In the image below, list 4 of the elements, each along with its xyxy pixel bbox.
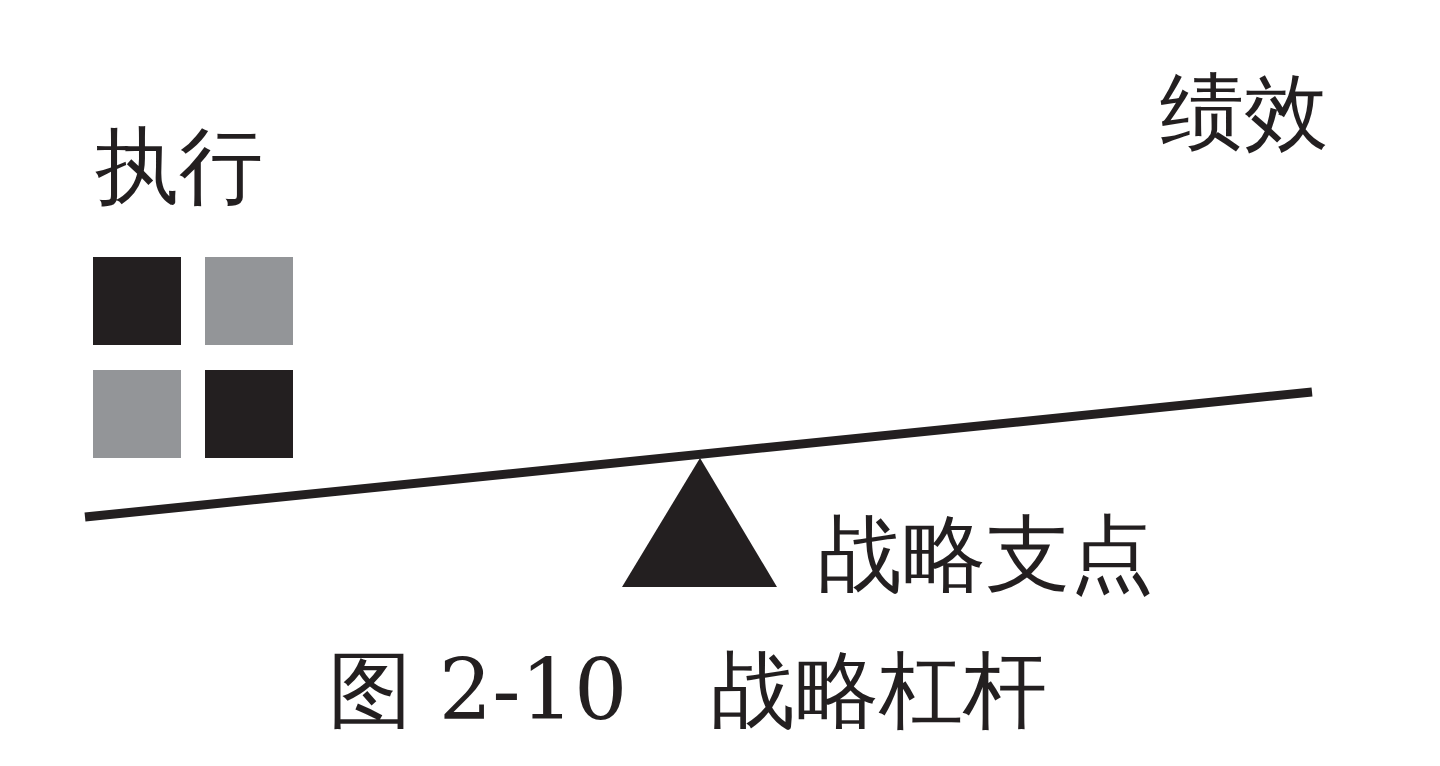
label: 战略支点 <box>818 512 1154 596</box>
label: 执行 <box>95 124 263 208</box>
label: 绩效 <box>1160 70 1328 154</box>
figure-caption: 图 2-10 战略杠杆 <box>328 648 1048 732</box>
